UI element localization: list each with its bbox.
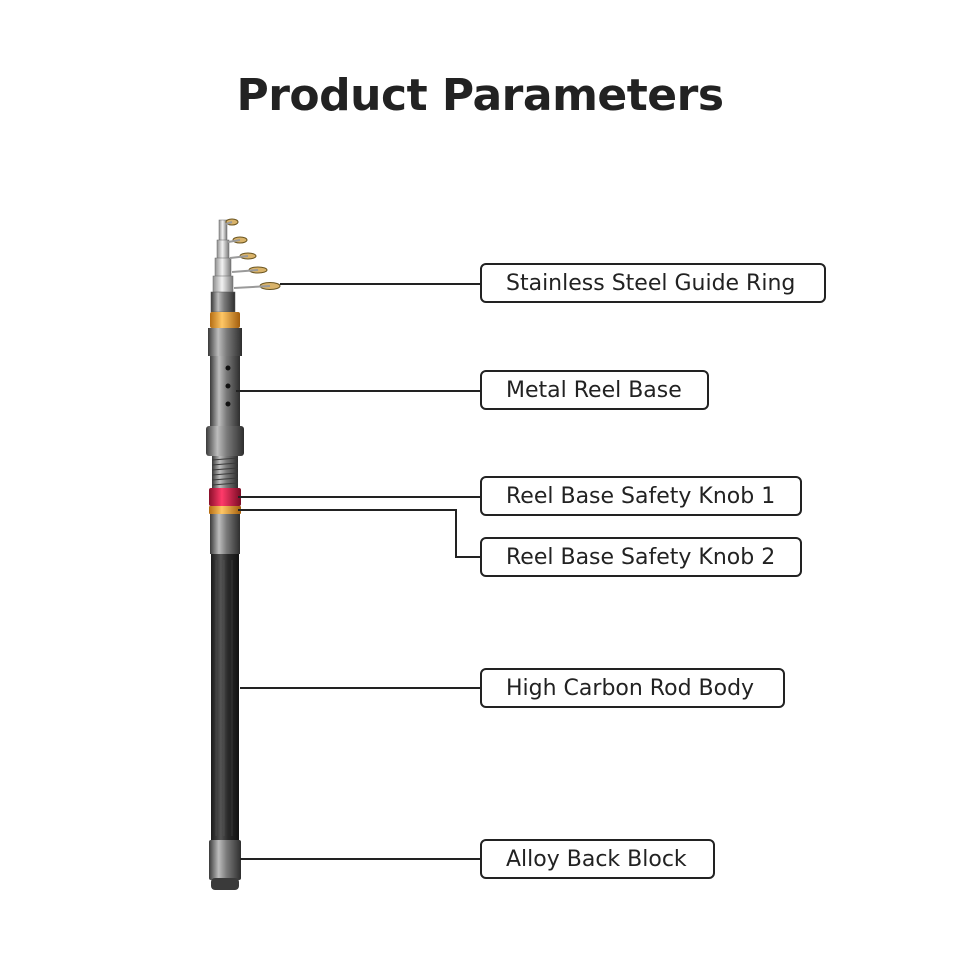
- label-safety-knob-1: Reel Base Safety Knob 1: [480, 476, 802, 516]
- page-title: Product Parameters: [236, 70, 724, 121]
- label-safety-knob-1-text: Reel Base Safety Knob 1: [506, 483, 776, 509]
- label-rod-body: High Carbon Rod Body: [480, 668, 785, 708]
- carbon-rod-body: [211, 554, 239, 840]
- label-back-block-text: Alloy Back Block: [506, 846, 687, 872]
- reel-base-icon: [206, 328, 244, 456]
- rod-tip-sections: [210, 219, 236, 313]
- label-guide-ring-text: Stainless Steel Guide Ring: [506, 270, 796, 296]
- label-rod-body-text: High Carbon Rod Body: [506, 675, 755, 701]
- label-back-block: Alloy Back Block: [480, 839, 715, 879]
- label-reel-base: Metal Reel Base: [480, 370, 709, 410]
- label-safety-knob-2: Reel Base Safety Knob 2: [480, 537, 802, 577]
- safety-knob-1-icon: [209, 488, 241, 506]
- guide-ring-icon: [225, 218, 281, 290]
- label-safety-knob-2-text: Reel Base Safety Knob 2: [506, 544, 776, 570]
- leader-lines: [236, 283, 481, 860]
- safety-knob-2-icon: [209, 506, 241, 514]
- gold-ring-top: [210, 312, 240, 328]
- label-reel-base-text: Metal Reel Base: [506, 377, 682, 403]
- alloy-back-block-icon: [209, 840, 241, 890]
- thread-section: [211, 456, 239, 488]
- label-guide-ring: Stainless Steel Guide Ring: [480, 263, 826, 303]
